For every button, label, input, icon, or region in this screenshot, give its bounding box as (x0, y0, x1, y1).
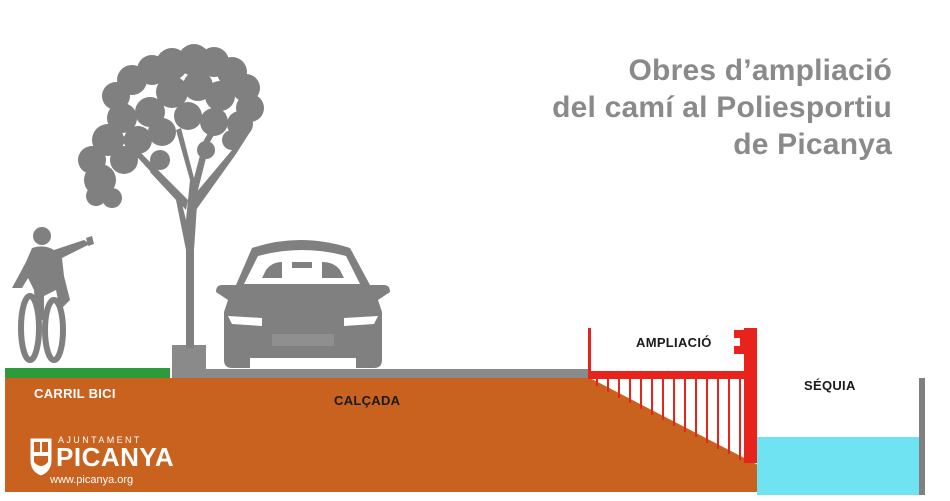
cyclist-icon (12, 227, 94, 363)
roadway-surface (206, 369, 590, 378)
tree-planter (172, 345, 206, 378)
title-line-2: del camí al Poliesportiu (552, 91, 892, 124)
logo-ajuntament: AJUNTAMENT (58, 435, 142, 445)
ditch-right-wall (919, 378, 925, 495)
label-widening: AMPLIACIÓ (636, 335, 712, 350)
town-crest-icon (29, 437, 53, 477)
label-ditch: SÉQUIA (804, 378, 856, 393)
ditch-water (757, 437, 922, 495)
car-icon (216, 240, 390, 368)
logo-url[interactable]: www.picanya.org (50, 474, 134, 486)
label-roadway: CALÇADA (334, 393, 401, 408)
logo-name: PICANYA (56, 442, 175, 472)
diagram-title: Obres d’ampliació del camí al Poliesport… (552, 52, 892, 163)
tree-icon (78, 44, 264, 348)
widening-structure (588, 328, 757, 463)
label-bike-lane: CARRIL BICI (34, 386, 116, 401)
title-line-1: Obres d’ampliació (628, 54, 892, 87)
title-line-3: de Picanya (733, 128, 892, 161)
earth-ground (5, 378, 810, 492)
bike-lane-strip (5, 368, 170, 378)
